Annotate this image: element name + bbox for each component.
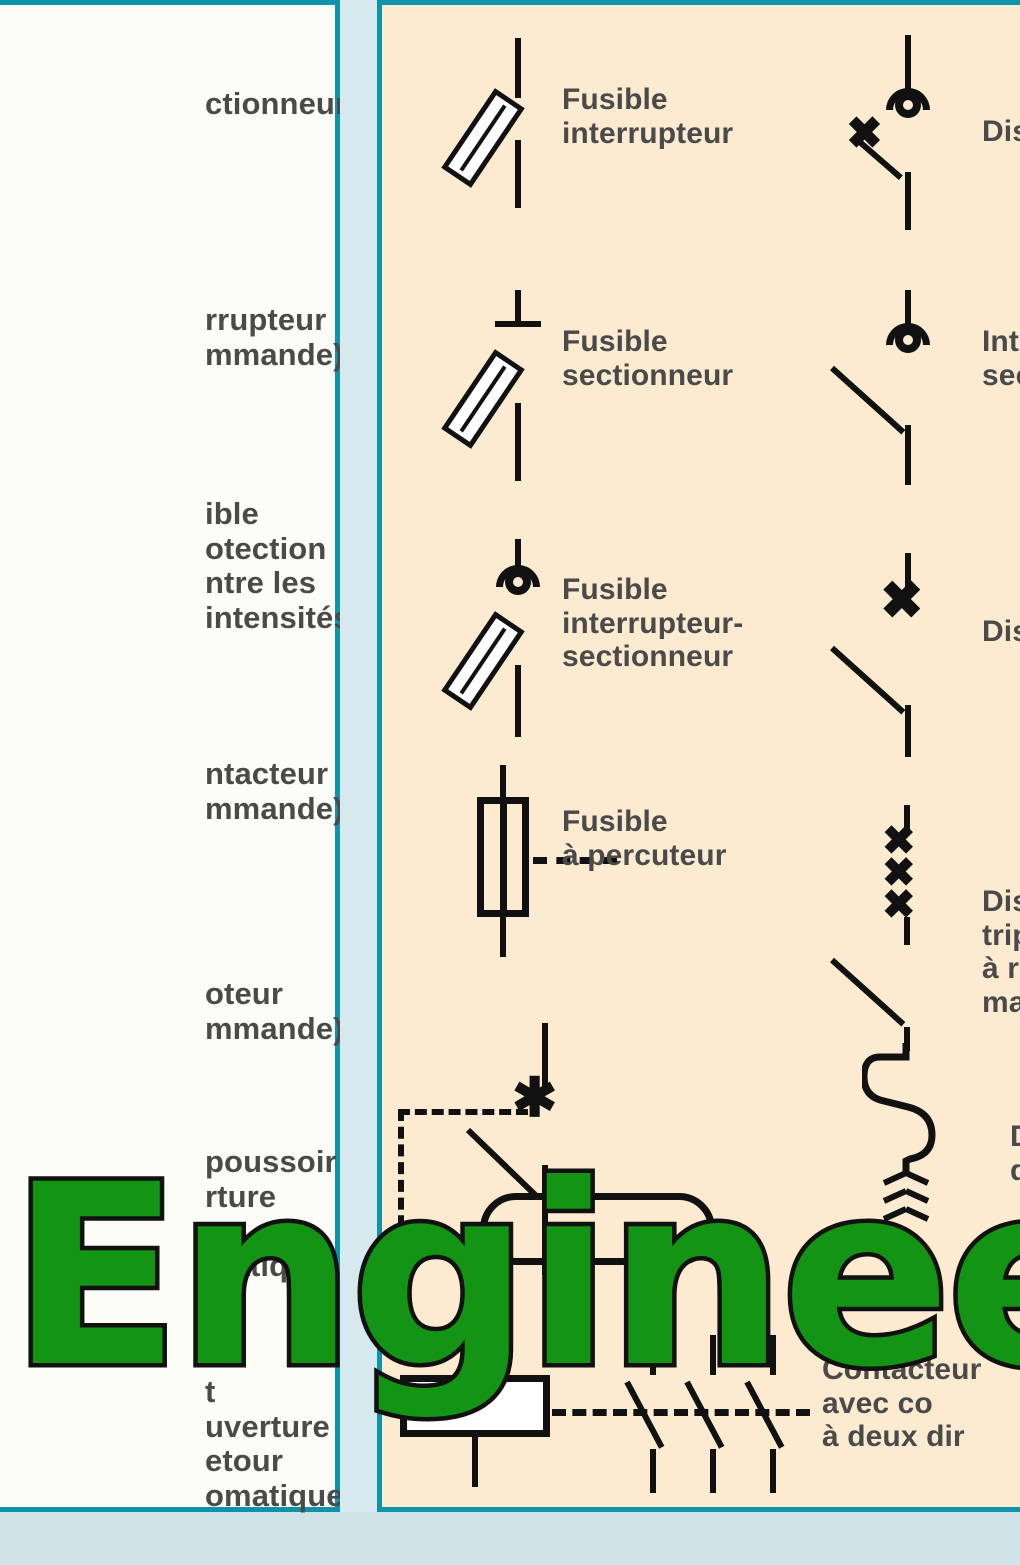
label-striker-fuse: Fusible à percuteur xyxy=(562,805,727,872)
symbol-three-phase-breaker-magnetic-relay: ✖ ✖ ✖ xyxy=(829,805,1020,1275)
symbol-residual-current-breaker: ✱ xyxy=(392,1015,752,1285)
label-fuse-disconnector: Fusible sectionneur xyxy=(562,325,734,392)
label-residual-current-breaker: Disjoncteur différentiel xyxy=(1010,1120,1020,1187)
right-symbol-panel: Fusible interrupteur Fusible sectionneur… xyxy=(377,0,1020,1512)
left-entry-label-3: ible otection ntre les intensités) xyxy=(205,496,362,636)
left-symbol-panel: ctionneur rrupteur mmande) ible otection… xyxy=(0,0,361,1513)
symbol-fuse-switch-disconnector xyxy=(437,535,637,745)
left-entry-label-6: poussoir rture e matique xyxy=(205,1144,337,1284)
label-fuse-switch-disconnector: Fusible interrupteur- sectionneur xyxy=(562,573,744,674)
symbol-switch-disconnector xyxy=(829,285,1020,485)
label-switch-disconnector: Inte sec xyxy=(982,325,1020,392)
symbol-contactor-coil-with-contacts xyxy=(392,1335,812,1515)
label-fuse-switch: Fusible interrupteur xyxy=(562,83,734,150)
label-three-phase-breaker: Dis trip à r ma xyxy=(982,885,1020,1019)
left-entry-label-5: oteur mmande) xyxy=(205,976,344,1046)
label-circuit-breaker: Dis xyxy=(982,115,1020,148)
symbol-circuit-breaker-thermal: ✖ xyxy=(829,553,1020,757)
symbol-striker-fuse xyxy=(437,765,697,957)
left-entry-label-4: ntacteur mmande) xyxy=(205,756,344,826)
magnetic-relay-glyph xyxy=(862,1043,936,1222)
left-entry-label-7: t uverture etour omatique xyxy=(205,1374,344,1514)
panel-gap-strip xyxy=(340,0,378,1512)
right-panel-inner: Fusible interrupteur Fusible sectionneur… xyxy=(382,5,1020,1507)
left-entry-label-1: ctionneur xyxy=(205,86,348,121)
left-entry-label-2: rrupteur mmande) xyxy=(205,302,344,372)
symbol-circuit-breaker: ✖ xyxy=(846,30,1020,230)
label-contactor: Contacteur avec co à deux dir xyxy=(822,1353,982,1454)
symbol-fuse-disconnector xyxy=(437,285,637,485)
symbol-fuse-switch xyxy=(437,30,637,220)
left-panel-inner: ctionneur rrupteur mmande) ible otection… xyxy=(0,5,361,1513)
label-circuit-breaker-thermal: Dis xyxy=(982,615,1020,648)
